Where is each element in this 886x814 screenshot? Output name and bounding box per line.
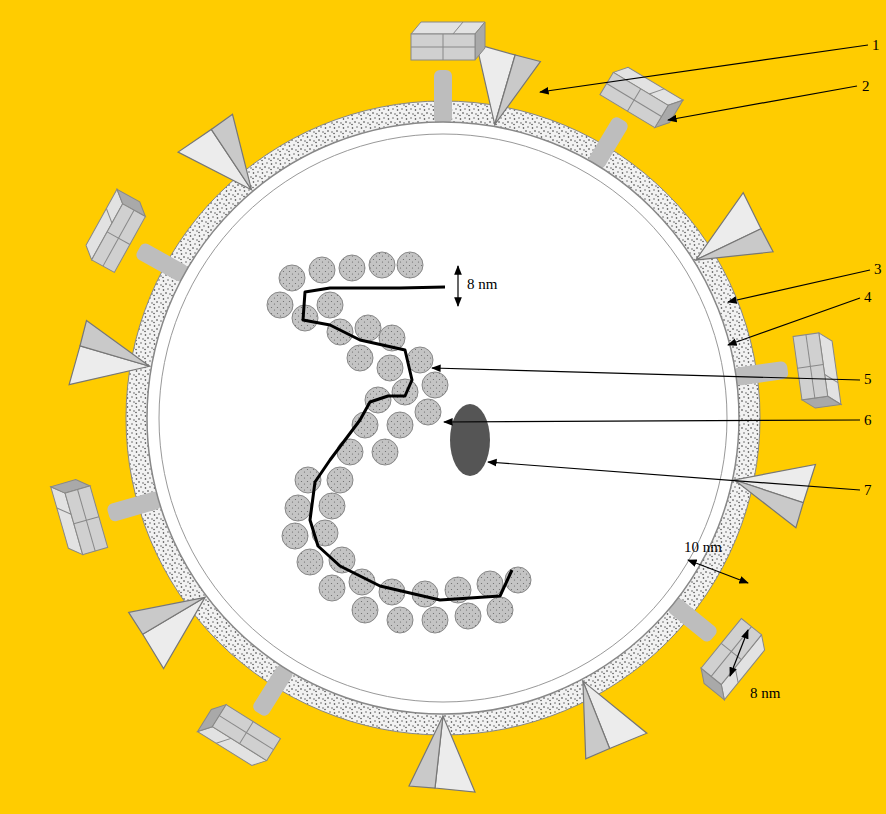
leader-line [668,86,857,120]
nucleoprotein [297,549,323,575]
dimension-arrow [688,560,748,583]
leader-line [728,298,860,345]
callout-number: 1 [872,38,880,53]
hemagglutinin [409,716,475,792]
nucleoprotein [487,597,513,623]
leader-line [488,462,860,490]
dimension-arrow [457,266,458,306]
nucleoprotein [339,255,365,281]
nucleoprotein [355,315,381,341]
hemagglutinin [69,320,155,398]
dimension-arrows [458,266,748,676]
nucleoprotein [347,345,373,371]
nucleoprotein [455,603,481,629]
nucleoprotein [319,493,345,519]
callout-number: 7 [864,483,872,498]
matrix-layer [126,101,760,735]
nucleoprotein [319,575,345,601]
dimension-label: 8 nm [467,277,497,292]
callout-number: 4 [864,290,872,305]
nucleoprotein [327,319,353,345]
neuraminidase [411,22,485,124]
nucleoproteins [267,252,531,633]
callout-number: 2 [862,79,870,94]
nucleoprotein [267,292,293,318]
nucleoprotein [337,439,363,465]
nucleoprotein [327,467,353,493]
hemagglutinin [727,449,815,529]
nucleoprotein [309,257,335,283]
lipid-membrane [147,122,739,714]
leader-line [728,270,870,302]
leader-lines [432,45,870,490]
nucleoprotein [282,523,308,549]
neuraminidase-spikes [51,22,841,771]
nucleoprotein [372,439,398,465]
nucleoprotein [387,607,413,633]
leader-line [432,368,860,380]
nucleoprotein [422,607,448,633]
leader-line [540,45,868,92]
nucleoprotein [285,495,311,521]
callout-number: 5 [864,372,872,387]
leader-line [444,420,860,422]
hemagglutinin-spikes [69,44,815,792]
nucleoprotein [415,399,441,425]
nucleoprotein [352,597,378,623]
nucleoprotein [377,355,403,381]
virus-interior [159,134,727,702]
callout-number: 6 [864,413,872,428]
dimension-label: 8 nm [750,686,780,701]
nucleoprotein [387,412,413,438]
nucleoprotein [477,571,503,597]
nucleoprotein [369,252,395,278]
nucleoprotein [392,379,418,405]
nucleoprotein [422,372,448,398]
neuraminidase [730,331,841,418]
rna-strand [303,287,512,600]
callout-number: 3 [874,262,882,277]
nucleoprotein [317,292,343,318]
neuraminidase [51,459,169,558]
polymerase [450,404,490,476]
dimension-arrow [730,630,748,676]
nucleoprotein [397,252,423,278]
dimension-label: 10 nm [684,540,722,555]
nucleoprotein [279,265,305,291]
